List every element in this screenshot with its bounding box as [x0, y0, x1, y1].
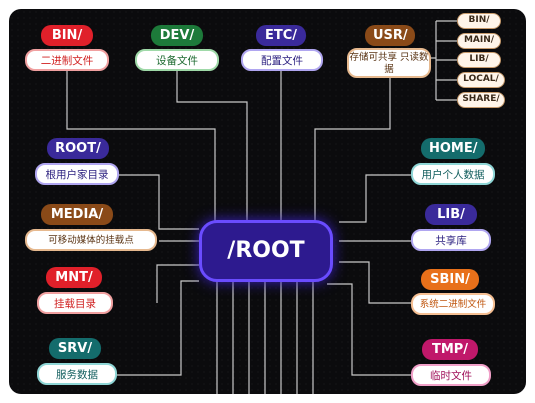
- dir-tag-tmp: TMP/: [422, 339, 478, 360]
- dir-label-bin: 二进制文件: [25, 49, 109, 71]
- usr-child-lib: LIB/: [457, 52, 501, 68]
- usr-child-share: SHARE/: [457, 92, 505, 108]
- dir-label-dev: 设备文件: [135, 49, 219, 71]
- dir-tag-dev: DEV/: [151, 25, 203, 46]
- dir-label-home: 用户个人数据: [411, 163, 495, 185]
- wire-root: [117, 174, 199, 230]
- dir-label-root: 根用户家目录: [35, 163, 119, 185]
- dir-tag-lib: LIB/: [425, 204, 477, 225]
- dir-tag-media: MEDIA/: [41, 204, 113, 225]
- root-node: /ROOT: [199, 220, 333, 282]
- dir-label-srv: 服务数据: [37, 363, 117, 385]
- wire-sbin: [339, 261, 411, 304]
- dir-label-sbin: 系统二进制文件: [411, 293, 495, 315]
- wire-bottom: [216, 278, 314, 394]
- wire-srv: [117, 280, 199, 376]
- usr-child-bin: BIN/: [457, 13, 501, 29]
- wire-home: [339, 174, 411, 223]
- dir-tag-mnt: MNT/: [46, 267, 102, 288]
- wire-usr: [314, 64, 391, 224]
- dir-tag-etc: ETC/: [256, 25, 306, 46]
- wire-tmp: [327, 283, 411, 376]
- dir-tag-usr: USR/: [365, 25, 415, 46]
- wire-bin: [66, 64, 216, 234]
- dir-tag-root: ROOT/: [47, 138, 109, 159]
- dir-tag-srv: SRV/: [49, 338, 101, 359]
- dir-label-mnt: 挂载目录: [37, 292, 113, 314]
- dir-tag-sbin: SBIN/: [421, 269, 479, 290]
- wire-usr-children: [430, 20, 457, 101]
- usr-child-local: LOCAL/: [457, 72, 505, 88]
- wire-mnt: [156, 264, 199, 303]
- dir-label-tmp: 临时文件: [411, 364, 491, 386]
- dir-tag-home: HOME/: [421, 138, 485, 159]
- usr-child-main: MAIN/: [457, 33, 501, 49]
- dir-label-media: 可移动媒体的挂载点: [25, 229, 157, 251]
- dir-label-lib: 共享库: [411, 229, 491, 251]
- dir-label-etc: 配置文件: [241, 49, 323, 71]
- dir-tag-bin: BIN/: [41, 25, 93, 46]
- wire-dev: [176, 64, 248, 224]
- diagram-board: BIN/ 二进制文件 DEV/ 设备文件 ETC/ 配置文件 USR/ 存储可共…: [9, 9, 526, 394]
- connector-lines: [66, 20, 457, 394]
- dir-label-usr: 存储可共享 只读数据: [347, 48, 431, 78]
